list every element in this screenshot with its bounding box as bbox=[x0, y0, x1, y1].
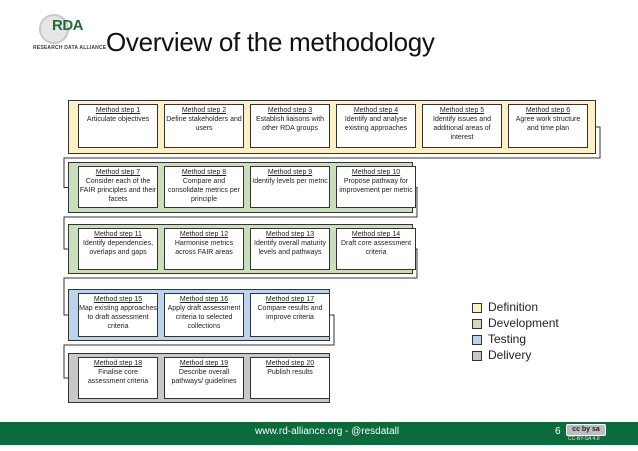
step-description: Consider each of the FAIR principles and… bbox=[79, 178, 157, 203]
flow-arrow bbox=[63, 126, 601, 191]
step-description: Articulate objectives bbox=[86, 116, 150, 123]
rda-logo: RDA RESEARCH DATA ALLIANCE bbox=[33, 14, 107, 54]
flow-arrow bbox=[63, 314, 335, 381]
step-description: Identify and analyse existing approaches bbox=[344, 116, 408, 132]
step-heading: Method step 20 bbox=[265, 360, 315, 367]
logo-subtext: RESEARCH DATA ALLIANCE bbox=[33, 45, 107, 51]
method-step-1: Method step 1 Articulate objectives bbox=[78, 104, 158, 148]
method-step-15: Method step 15 Map existing approaches to… bbox=[78, 293, 158, 337]
step-description: Compare and consolidate metrics per prin… bbox=[168, 178, 240, 203]
legend-swatch bbox=[472, 351, 482, 361]
method-step-17: Method step 17 Compare results and improv… bbox=[250, 293, 330, 337]
method-step-10: Method step 10 Propose pathway for improv… bbox=[336, 166, 416, 208]
method-step-13: Method step 13 Identify overall maturity … bbox=[250, 228, 330, 270]
legend-label: Delivery bbox=[488, 348, 532, 362]
legend-label: Development bbox=[488, 316, 559, 330]
step-heading: Method step 18 bbox=[93, 360, 143, 367]
step-heading: Method step 1 bbox=[95, 107, 141, 114]
legend-swatch bbox=[472, 335, 482, 345]
method-step-11: Method step 11 Identify dependencies, ove… bbox=[78, 228, 158, 270]
page-number: 6 bbox=[555, 426, 561, 437]
step-heading: Method step 13 bbox=[265, 231, 315, 238]
step-heading: Method step 17 bbox=[265, 296, 315, 303]
legend-swatch bbox=[472, 319, 482, 329]
method-step-14: Method step 14 Draft core assessment crit… bbox=[336, 228, 416, 270]
step-heading: Method step 12 bbox=[179, 231, 229, 238]
step-heading: Method step 3 bbox=[267, 107, 313, 114]
method-step-8: Method step 8 Compare and consolidate met… bbox=[164, 166, 244, 208]
footer-bar: www.rd-alliance.org - @resdatall 6 cc by… bbox=[0, 422, 638, 445]
step-heading: Method step 7 bbox=[95, 169, 141, 176]
step-description: Draft core assessment criteria bbox=[340, 240, 412, 256]
step-heading: Method step 5 bbox=[439, 107, 485, 114]
step-description: Identify issues and additional areas of … bbox=[433, 116, 491, 141]
step-heading: Method step 16 bbox=[179, 296, 229, 303]
step-heading: Method step 6 bbox=[525, 107, 571, 114]
step-description: Map existing approaches to draft assessm… bbox=[79, 305, 157, 330]
step-description: Define stakeholders and users bbox=[166, 116, 242, 132]
step-description: Publish results bbox=[267, 369, 313, 376]
license-text: CC-BY-SA 4.0 bbox=[568, 436, 600, 442]
step-description: Agree work structure and time plan bbox=[515, 116, 581, 132]
step-heading: Method step 15 bbox=[93, 296, 143, 303]
method-step-5: Method step 5 Identify issues and additio… bbox=[422, 104, 502, 148]
step-heading: Method step 11 bbox=[94, 231, 142, 238]
step-heading: Method step 14 bbox=[351, 231, 401, 238]
logo-circle-icon bbox=[39, 14, 69, 44]
legend-label: Testing bbox=[488, 332, 527, 346]
step-description: Finalise core assessment criteria bbox=[87, 369, 149, 385]
cc-license-icon: cc by sa bbox=[566, 424, 606, 436]
flow-arrow bbox=[63, 187, 418, 252]
step-heading: Method step 9 bbox=[267, 169, 313, 176]
step-heading: Method step 4 bbox=[353, 107, 399, 114]
step-description: Identify dependencies, overlaps and gaps bbox=[82, 240, 154, 256]
method-step-16: Method step 16 Apply draft assessment cri… bbox=[164, 293, 244, 337]
step-heading: Method step 8 bbox=[181, 169, 227, 176]
step-description: Compare results and improve criteria bbox=[257, 305, 323, 321]
step-heading: Method step 10 bbox=[351, 169, 401, 176]
legend-label: Definition bbox=[488, 300, 539, 314]
step-heading: Method step 2 bbox=[181, 107, 227, 114]
method-step-9: Method step 9 Identify levels per metric bbox=[250, 166, 330, 208]
legend-swatch bbox=[472, 303, 482, 313]
step-heading: Method step 19 bbox=[179, 360, 229, 367]
method-step-12: Method step 12 Harmonise metrics across F… bbox=[164, 228, 244, 270]
step-description: Identify levels per metric bbox=[252, 178, 328, 185]
step-description: Propose pathway for improvement per metr… bbox=[339, 178, 413, 194]
method-step-7: Method step 7 Consider each of the FAIR p… bbox=[78, 166, 158, 208]
method-step-2: Method step 2 Define stakeholders and use… bbox=[164, 104, 244, 148]
method-step-20: Method step 20 Publish results bbox=[250, 357, 330, 399]
page-title: Overview of the methodology bbox=[106, 27, 435, 57]
step-description: Describe overall pathways/ guidelines bbox=[171, 369, 237, 385]
method-step-6: Method step 6 Agree work structure and ti… bbox=[508, 104, 588, 148]
method-step-18: Method step 18 Finalise core assessment c… bbox=[78, 357, 158, 399]
method-step-19: Method step 19 Describe overall pathways/… bbox=[164, 357, 244, 399]
step-description: Apply draft assessment criteria to selec… bbox=[167, 305, 241, 330]
step-description: Identify overall maturity levels and pat… bbox=[254, 240, 326, 256]
step-description: Establish liaisons with other RDA groups bbox=[255, 116, 325, 132]
flow-arrow bbox=[63, 248, 418, 318]
footer-text: www.rd-alliance.org - @resdatall bbox=[255, 426, 400, 437]
method-step-3: Method step 3 Establish liaisons with oth… bbox=[250, 104, 330, 148]
method-step-4: Method step 4 Identify and analyse existi… bbox=[336, 104, 416, 148]
step-description: Harmonise metrics across FAIR areas bbox=[174, 240, 234, 256]
logo-text: RDA bbox=[52, 17, 84, 34]
